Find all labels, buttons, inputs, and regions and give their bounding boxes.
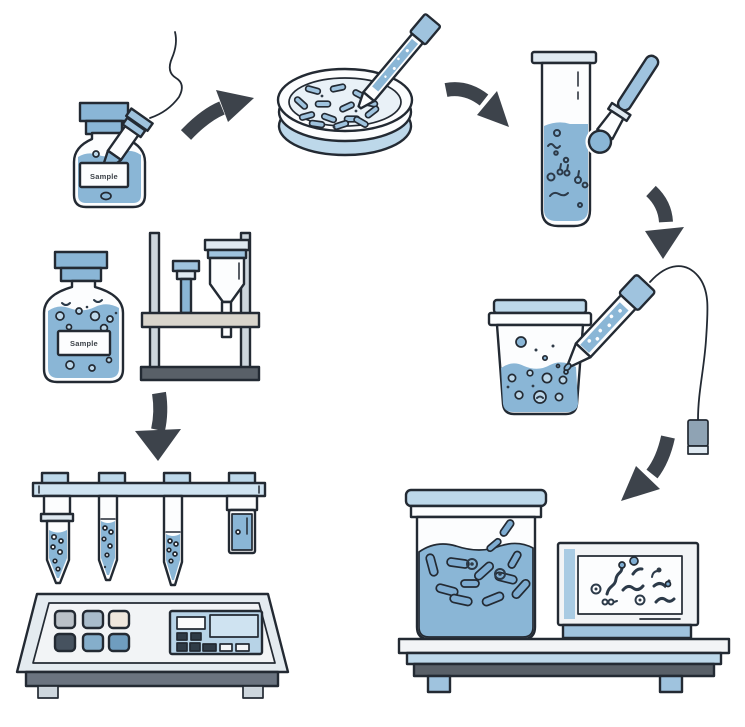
stand-vial bbox=[171, 259, 201, 315]
cup-lid-top bbox=[492, 298, 588, 315]
bottle1-cap-top bbox=[78, 101, 130, 123]
analyzer-vial-4 bbox=[225, 494, 259, 555]
drip bbox=[563, 369, 569, 375]
rack-bar bbox=[31, 481, 267, 498]
step-culture-jar-and-monitor bbox=[397, 488, 731, 694]
monitor-stripe bbox=[564, 549, 575, 619]
jar-lid-band bbox=[409, 504, 543, 519]
bottle2-label bbox=[56, 329, 112, 357]
bench-platform bbox=[397, 637, 731, 694]
analyzer-tube-1 bbox=[39, 494, 75, 585]
drip bbox=[555, 363, 561, 369]
step-sample-bottle-with-syringe: Sample bbox=[72, 31, 183, 209]
bottle2-cap-lower bbox=[59, 266, 103, 283]
tube-microbes bbox=[546, 129, 589, 208]
stand-platform bbox=[140, 311, 261, 329]
button-gray bbox=[53, 609, 77, 630]
cable-connector bbox=[687, 419, 709, 447]
platform-foot bbox=[426, 674, 452, 694]
bubble bbox=[100, 191, 112, 201]
machine-buttons bbox=[53, 609, 131, 653]
flow-arrow-stand-to-machine bbox=[135, 391, 181, 461]
step-specimen-cup-with-probe bbox=[487, 265, 709, 455]
button-blue bbox=[81, 632, 105, 653]
platform-top bbox=[397, 637, 731, 655]
bubble bbox=[92, 150, 100, 158]
cup-lid-band bbox=[487, 311, 593, 327]
button-dark bbox=[53, 632, 77, 653]
filter-stand bbox=[139, 231, 261, 382]
probe-tube-icon bbox=[563, 274, 656, 372]
display-screen bbox=[209, 614, 259, 638]
machine-base bbox=[24, 670, 280, 688]
flow-arrow-bottle-to-dish bbox=[180, 90, 254, 140]
bottle2-label-text: Sample bbox=[70, 339, 98, 348]
platform-mid bbox=[405, 651, 723, 666]
cup-bubbles bbox=[506, 336, 568, 404]
stand-post-left bbox=[148, 231, 161, 371]
syringe-wire bbox=[149, 31, 183, 119]
monitor-base bbox=[561, 623, 693, 640]
step-sample-bottle-and-filter-stand: Sample bbox=[42, 231, 261, 384]
flow-arrow-dish-to-tube bbox=[444, 82, 509, 127]
jar-liquid bbox=[418, 542, 534, 638]
analyzer-tube-2 bbox=[97, 494, 119, 582]
microbe-monitor bbox=[556, 541, 700, 640]
bottle1-label bbox=[78, 161, 130, 189]
cable-connector-tip bbox=[687, 445, 709, 455]
dish-bacteria bbox=[293, 83, 380, 131]
screen-microbes bbox=[590, 556, 676, 606]
machine-foot bbox=[242, 685, 264, 699]
bottle2-bubbles bbox=[55, 299, 118, 372]
syringe-icon bbox=[100, 107, 154, 173]
button-bluegray bbox=[81, 609, 105, 630]
probe-cable bbox=[649, 265, 709, 421]
jar-lid bbox=[404, 488, 548, 508]
jar-bacteria bbox=[425, 519, 531, 607]
bottle1-label-text: Sample bbox=[90, 172, 118, 181]
platform-base bbox=[412, 662, 716, 678]
flow-arrow-cup-to-result bbox=[621, 435, 675, 501]
button-blue2 bbox=[107, 632, 131, 653]
flow-arrow-tube-to-cup bbox=[645, 185, 684, 259]
step-multi-tube-analyzer bbox=[15, 471, 290, 699]
bottle2-cap-top bbox=[53, 250, 109, 270]
step-test-tube-with-dropper bbox=[530, 50, 660, 228]
pipette-icon bbox=[357, 13, 442, 110]
stand-base bbox=[139, 365, 261, 382]
platform-foot bbox=[658, 674, 684, 694]
dropper-icon bbox=[587, 54, 660, 154]
step-petri-dish-inoculation bbox=[276, 13, 442, 157]
tube-rim bbox=[530, 50, 598, 65]
display-readout bbox=[176, 616, 206, 630]
button-cream bbox=[107, 609, 131, 630]
machine-foot bbox=[37, 685, 59, 699]
culture-jar bbox=[404, 488, 548, 641]
machine-display-panel bbox=[168, 609, 264, 656]
analyzer-tube-3 bbox=[162, 494, 184, 587]
